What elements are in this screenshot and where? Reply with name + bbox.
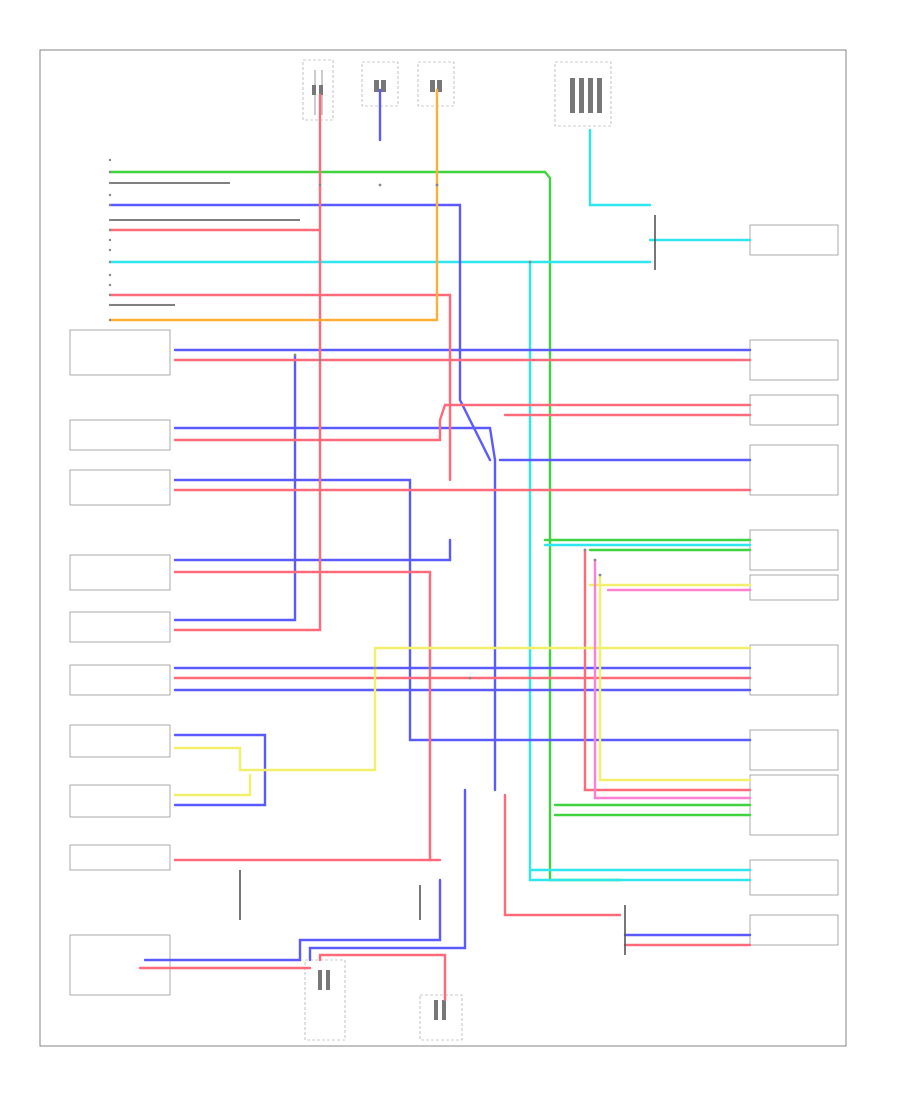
wire-layer (108, 88, 752, 1002)
wire-blue-1 (108, 203, 492, 462)
wire-yellow-1 (173, 646, 752, 772)
wire-blue-10 (143, 878, 442, 962)
wire-red-5 (173, 403, 752, 442)
wire-red-15 (583, 548, 752, 792)
left-components (69, 329, 171, 996)
wire-blue-6 (173, 353, 297, 622)
wire-blue-11 (308, 788, 467, 962)
wire-green-main (108, 170, 622, 882)
wire-orange-main (108, 88, 439, 322)
diagram-frame (39, 49, 847, 1047)
top-connector-left (302, 59, 334, 121)
gray-wire-layer (110, 182, 656, 955)
wire-pink-1 (593, 558, 752, 800)
wire-blue-3 (173, 426, 497, 462)
wire-cyan-vert (528, 260, 752, 882)
top-connector-right (554, 61, 612, 127)
right-components (749, 224, 839, 946)
wire-red-7 (173, 570, 432, 862)
wire-red-3 (108, 293, 452, 482)
wire-yellow-2 (173, 773, 252, 797)
wire-blue-5 (173, 538, 452, 562)
pin-markers (108, 158, 602, 680)
bottom-connectors (304, 959, 463, 1041)
wire-red-12 (503, 793, 622, 917)
wire-cyan-top (588, 128, 652, 207)
wire-red-14 (318, 953, 447, 1002)
wire-yellow-3 (598, 573, 752, 782)
wire-red-2 (173, 93, 322, 632)
wire-blue-4 (173, 478, 752, 742)
